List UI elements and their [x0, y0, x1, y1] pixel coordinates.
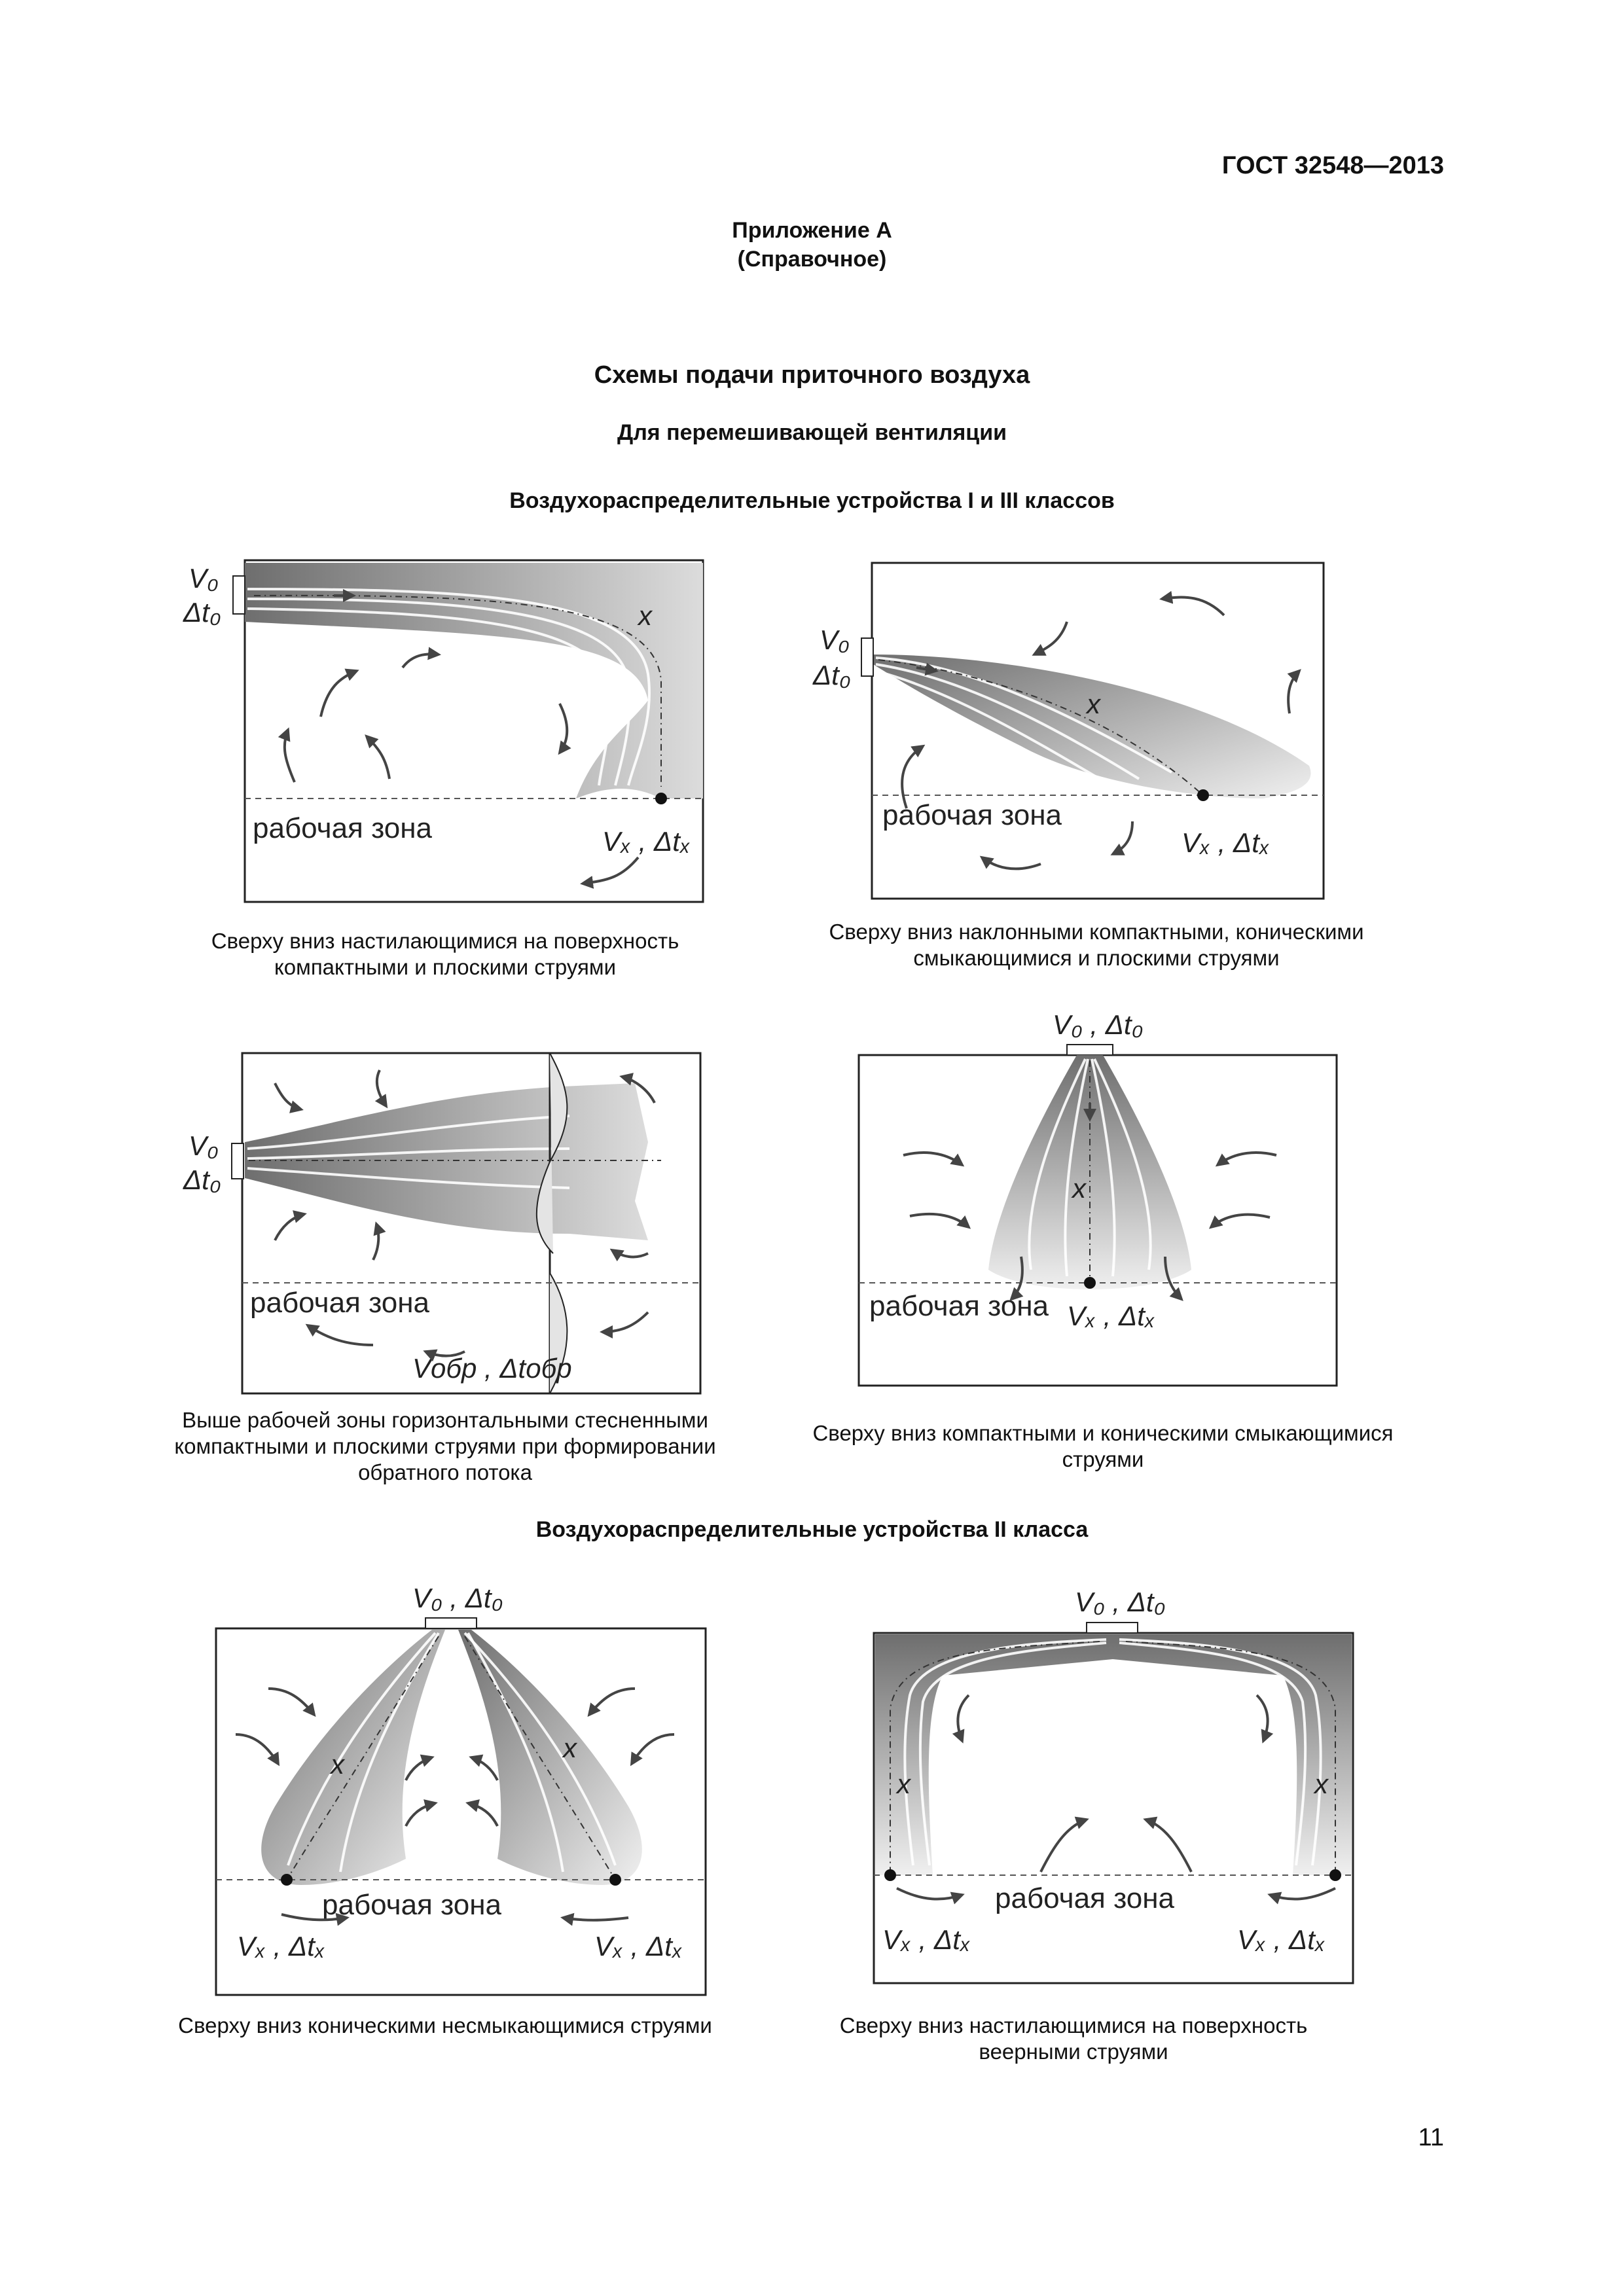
jet-shape — [245, 563, 703, 798]
page-number: 11 — [1418, 2124, 1444, 2151]
svg-text:V₀ , Δt₀: V₀ , Δt₀ — [412, 1583, 503, 1613]
svg-text:рабочая зона: рабочая зона — [995, 1882, 1175, 1914]
svg-text:x: x — [1313, 1768, 1329, 1799]
diagram-5-conical-non-closing-jets: V₀ , Δt₀ x x рабочая зона Vₓ , Δtₓ Vₓ , … — [215, 1583, 707, 1996]
svg-text:V₀ , Δt₀: V₀ , Δt₀ — [1075, 1587, 1165, 1617]
svg-text:V₀ , Δt₀: V₀ , Δt₀ — [1053, 1009, 1143, 1040]
svg-text:рабочая зона: рабочая зона — [250, 1287, 430, 1319]
svg-text:x: x — [895, 1768, 912, 1799]
diagram-3-horizontal-constrained-jets: V₀ Δt₀ рабочая зона Vобр , Δtобр — [183, 1052, 702, 1395]
page-title: Схемы подачи приточного воздуха — [594, 361, 1030, 389]
svg-text:Vₓ , Δtₓ: Vₓ , Δtₓ — [882, 1924, 971, 1955]
section-heading-class-2: Воздухораспределительные устройства II к… — [535, 1517, 1089, 1542]
caption-diagram-3: Выше рабочей зоны горизонтальными стесне… — [174, 1408, 716, 1484]
svg-text:V₀: V₀ — [820, 624, 850, 655]
diagram-2-inclined-jets: V₀ Δt₀ x рабочая зона Vₓ , Δtₓ — [812, 562, 1325, 900]
svg-text:Vₓ , Δtₓ: Vₓ , Δtₓ — [1067, 1300, 1155, 1331]
svg-text:x: x — [1071, 1173, 1087, 1204]
x-label: x — [637, 600, 653, 631]
svg-text:x: x — [562, 1732, 578, 1763]
section-heading-classes-1-3: Воздухораспределительные устройства I и … — [509, 488, 1115, 513]
caption-diagram-2: Сверху вниз наклонными компактными, кони… — [829, 920, 1364, 970]
svg-text:V₀: V₀ — [189, 1130, 219, 1161]
svg-text:рабочая зона: рабочая зона — [869, 1290, 1049, 1322]
document-standard-code: ГОСТ 32548—2013 — [1221, 152, 1444, 179]
jet-shape — [873, 655, 1311, 798]
diagram-4-compact-conical-jets: V₀ , Δt₀ x рабочая зона Vₓ , Δtₓ — [857, 1009, 1338, 1387]
caption-diagram-1: Сверху вниз настилающимися на поверхност… — [211, 929, 679, 979]
v0-label: V₀ — [189, 563, 219, 594]
svg-text:Vₓ , Δtₓ: Vₓ , Δtₓ — [237, 1931, 325, 1962]
svg-text:рабочая зона: рабочая зона — [882, 799, 1062, 831]
caption-diagram-6: Сверху вниз настилающимися на поверхност… — [839, 2013, 1308, 2064]
svg-text:рабочая зона: рабочая зона — [322, 1889, 502, 1921]
svg-text:Vобр , Δtобр: Vобр , Δtобр — [412, 1353, 572, 1384]
fan-jet — [875, 1634, 1352, 1875]
appendix-type: (Справочное) — [737, 247, 887, 272]
vx-dtx-label: Vₓ , Δtₓ — [602, 826, 691, 857]
svg-text:Vₓ , Δtₓ: Vₓ , Δtₓ — [594, 1931, 683, 1962]
svg-text:Δt₀: Δt₀ — [183, 1164, 221, 1195]
page-subtitle: Для перемешивающей вентиляции — [617, 420, 1007, 445]
appendix-label: Приложение А — [732, 218, 892, 243]
work-zone-label: рабочая зона — [253, 812, 433, 844]
diagram-1-attached-jets: V₀ Δt₀ x рабочая зона Vₓ , Δtₓ — [183, 559, 704, 903]
diagram-6-fan-jets: V₀ , Δt₀ x x рабочая зона Vₓ , Δtₓ Vₓ , … — [873, 1587, 1354, 1984]
svg-text:Δt₀: Δt₀ — [812, 660, 851, 691]
svg-text:x: x — [1085, 689, 1102, 719]
appendix-heading: Приложение А (Справочное) — [0, 216, 1624, 274]
dt0-label: Δt₀ — [183, 597, 221, 628]
caption-diagram-5: Сверху вниз коническими несмыкающимися с… — [178, 2013, 712, 2037]
svg-text:Vₓ , Δtₓ: Vₓ , Δtₓ — [1237, 1924, 1326, 1955]
caption-diagram-4: Сверху вниз компактными и коническими см… — [812, 1421, 1394, 1471]
svg-text:Vₓ , Δtₓ: Vₓ , Δtₓ — [1182, 827, 1270, 858]
svg-text:x: x — [329, 1749, 346, 1780]
